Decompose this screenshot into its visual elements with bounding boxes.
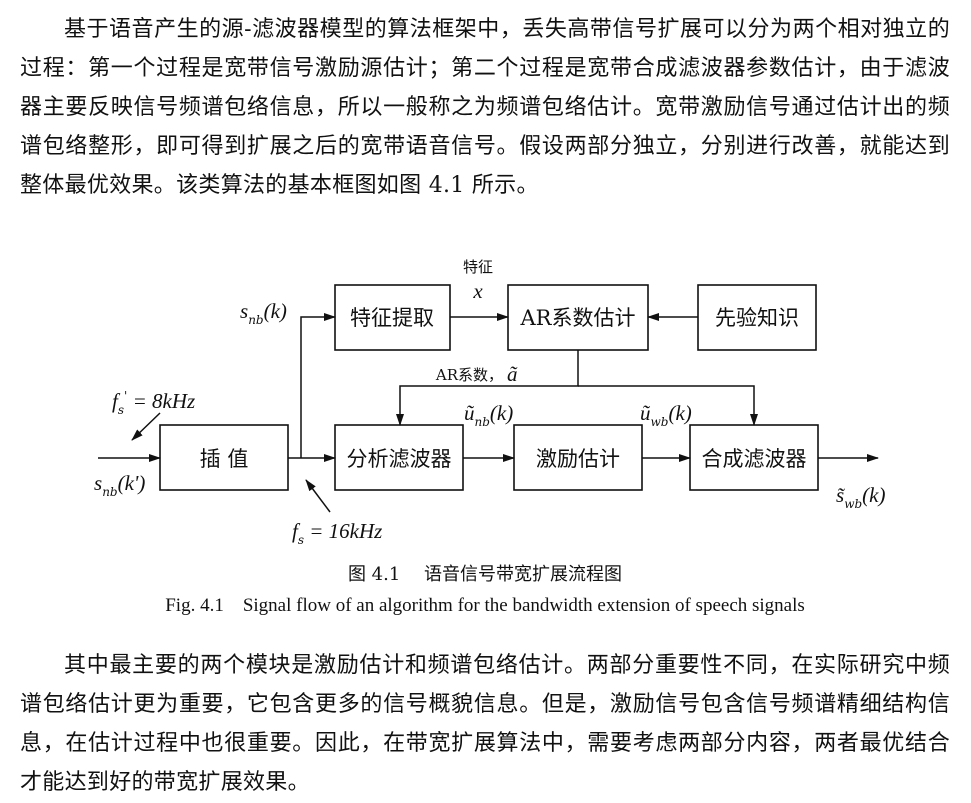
bandwidth-extension-diagram: 插 值 特征提取 AR系数估计 先验知识 分析滤波器 激励估计 合成滤波器 特征… — [94, 258, 885, 616]
uwb-label: ũwb(k) — [640, 401, 692, 429]
fs-label: fs = 16kHz — [292, 519, 382, 547]
branch-to-feature-arrow — [300, 313, 336, 458]
ar-estimation-block: AR系数估计 — [507, 284, 649, 351]
snb-label: snb(k) — [240, 299, 287, 327]
swb-output-label: s̃wb(k) — [836, 483, 885, 511]
ar-coef-to-synthesis — [578, 385, 758, 426]
paragraph-intro: 基于语音产生的源-滤波器模型的算法框架中，丢失高带信号扩展可以分为两个相对独立的… — [20, 17, 950, 198]
feature-extraction-label: 特征提取 — [350, 306, 434, 330]
interp-label: 插 值 — [200, 447, 249, 471]
ar-coef-bus — [396, 350, 579, 426]
ar-estimation-label: AR系数估计 — [520, 306, 636, 330]
fs-pointer — [305, 479, 331, 513]
fs-in-label: fs' = 8kHz — [112, 389, 195, 417]
feature-extraction-block: 特征提取 — [334, 284, 451, 351]
excitation-estimation-label: 激励估计 — [536, 447, 620, 471]
paragraph-conclusion: 其中最主要的两个模块是激励估计和频谱包络估计。两部分重要性不同，在实际研究中频谱… — [20, 653, 950, 795]
prior-knowledge-label: 先验知识 — [715, 306, 799, 330]
ar-coef-symbol-label: ã — [507, 362, 518, 386]
analysis-filter-block: 分析滤波器 — [334, 424, 464, 491]
snb-input-label: snb(k') — [94, 471, 145, 499]
figure-caption-en: Fig. 4.1 Signal flow of an algorithm for… — [165, 595, 805, 616]
unb-label: ũnb(k) — [464, 401, 513, 429]
figure-caption-cn: 图 4.1 语音信号带宽扩展流程图 — [348, 564, 622, 585]
ar-coef-word-label: AR系数， — [435, 366, 503, 384]
feature-word-label: 特征 — [463, 258, 493, 276]
synthesis-filter-label: 合成滤波器 — [702, 447, 807, 471]
fs-in-pointer — [131, 412, 161, 441]
analysis-filter-label: 分析滤波器 — [347, 447, 452, 471]
prior-knowledge-block: 先验知识 — [697, 284, 817, 351]
synthesis-filter-block: 合成滤波器 — [689, 424, 819, 491]
interp-block: 插 值 — [159, 424, 289, 491]
feature-symbol-label: x — [472, 279, 483, 303]
excitation-estimation-block: 激励估计 — [513, 424, 643, 491]
